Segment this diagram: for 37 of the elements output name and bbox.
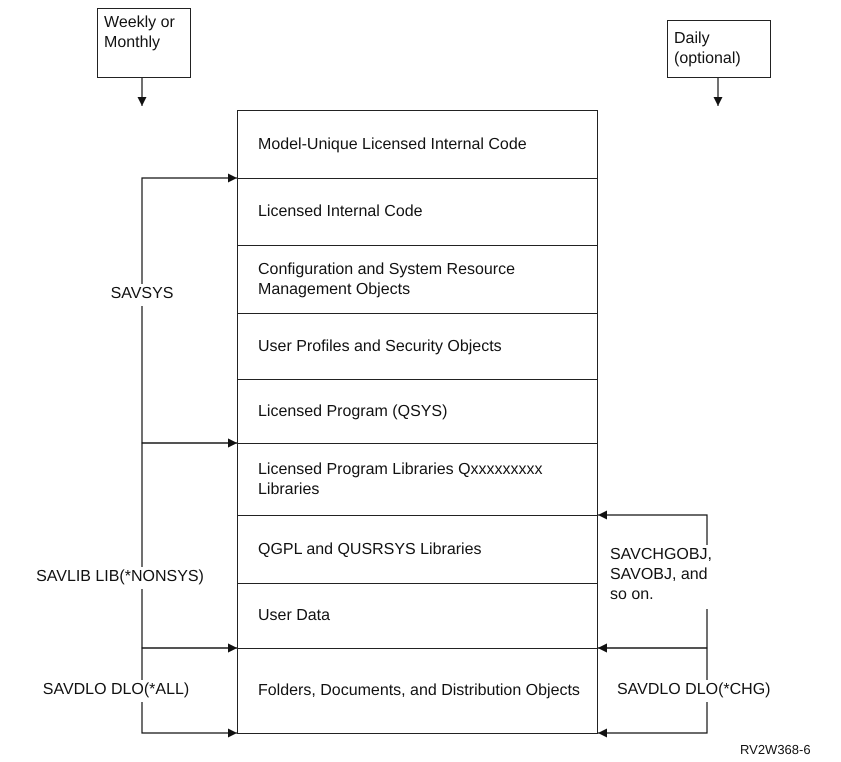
arrow: [141, 174, 237, 284]
layer-text: Licensed Internal Code: [258, 202, 423, 222]
figure-id: RV2W368-6: [740, 741, 811, 759]
arrow: [714, 78, 722, 106]
command-text: SAVSYS: [110, 285, 174, 302]
layer-text: Licensed Program (QSYS): [258, 402, 448, 422]
layer-text: Folders, Documents, and Distribution Objects: [258, 681, 580, 701]
schedule-text: Weekly or Monthly: [104, 14, 175, 51]
command-text: SAVLIB LIB(*NONSYS): [36, 568, 204, 585]
command-text: SAVCHGOBJ, SAVOBJ, and so on.: [610, 546, 712, 603]
storage-layer-box: [237, 379, 598, 444]
layer-text: Configuration and System Resource Management Objects: [258, 260, 516, 300]
command-text: SAVDLO DLO(*CHG): [617, 681, 771, 698]
arrow: [141, 644, 237, 680]
layer-text: User Profiles and Security Objects: [258, 336, 502, 356]
storage-layer-box: [237, 313, 598, 380]
arrow: [598, 702, 708, 738]
arrow: [141, 702, 237, 738]
period-box: [97, 8, 191, 78]
storage-layer-box: [237, 583, 598, 649]
storage-layer-box: [237, 245, 598, 314]
layer-text: QGPL and QUSRSYS Libraries: [258, 540, 482, 560]
command-text: SAVDLO DLO(*ALL): [42, 681, 190, 698]
period-box: [667, 20, 771, 78]
schedule-text: Daily (optional): [674, 30, 741, 67]
storage-layer-box: [237, 648, 598, 734]
storage-layer-box: [237, 443, 598, 516]
storage-layer-box: [237, 515, 598, 584]
layer-text: User Data: [258, 606, 330, 626]
arrow: [598, 644, 708, 680]
layer-text: Model-Unique Licensed Internal Code: [258, 134, 527, 154]
layer-text: Licensed Program Libraries Qxxxxxxxxx Libraries: [258, 460, 544, 500]
storage-layer-box: [237, 110, 598, 179]
arrow: [141, 438, 237, 567]
arrow: [138, 78, 146, 106]
storage-layer-box: [237, 178, 598, 246]
arrow: [598, 510, 708, 545]
